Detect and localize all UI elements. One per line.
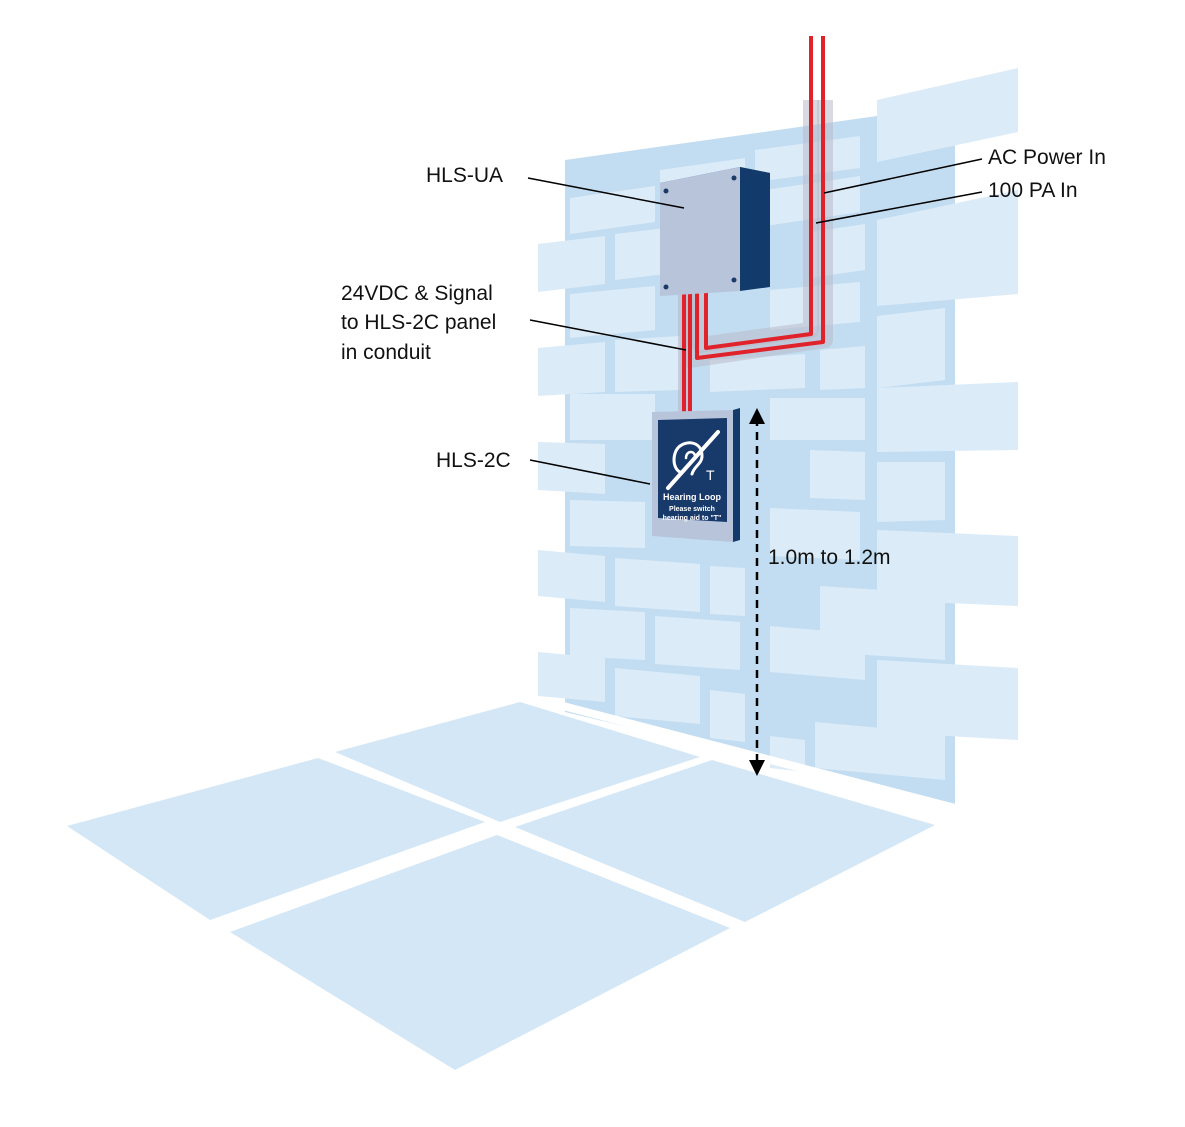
- ac-power-cable: [704, 36, 813, 350]
- label-ac-power-in: AC Power In: [988, 146, 1106, 169]
- brick: [710, 354, 805, 392]
- screw: [663, 188, 669, 194]
- brick: [877, 462, 945, 522]
- floor-tile: [230, 835, 730, 1070]
- brick: [570, 286, 655, 338]
- hls-ua-box: [660, 167, 770, 296]
- brick: [538, 652, 605, 702]
- hls-ua-front: [660, 167, 740, 296]
- brick: [815, 722, 945, 780]
- brick: [820, 346, 865, 390]
- brick: [570, 394, 655, 440]
- brick: [538, 236, 605, 292]
- leader-pa-in: [815, 191, 983, 224]
- brick: [877, 68, 1018, 162]
- sign-line2: hearing aid to "T": [663, 515, 722, 522]
- brick: [710, 566, 745, 616]
- brick: [538, 550, 605, 602]
- leader-signal: [529, 319, 687, 351]
- height-dimension: [749, 408, 765, 776]
- sign-t-glyph: T: [706, 467, 715, 483]
- brick: [877, 190, 1018, 306]
- label-height: 1.0m to 1.2m: [768, 546, 891, 569]
- brick: [570, 500, 645, 548]
- brick: [810, 450, 865, 500]
- label-hls-2c: HLS-2C: [436, 449, 511, 472]
- brick: [877, 530, 1018, 606]
- hls-2c-panel: T Hearing Loop Please switch hearing aid…: [652, 408, 740, 542]
- screw: [731, 175, 737, 181]
- brick: [770, 626, 865, 680]
- brick: [655, 616, 740, 670]
- hls-ua-side: [740, 167, 770, 291]
- hls-2c-side: [733, 408, 740, 542]
- brick: [770, 398, 865, 440]
- pa-cable: [695, 36, 825, 360]
- brick: [655, 672, 700, 720]
- brick: [877, 308, 945, 388]
- hearing-loop-ear-icon: [666, 430, 720, 490]
- brick-wall: [538, 68, 1018, 812]
- leader-hls-2c: [529, 459, 651, 485]
- leader-ac-power: [823, 158, 983, 194]
- brick: [538, 342, 605, 396]
- label-pa-in: 100 PA In: [988, 179, 1078, 202]
- arrow-up-icon: [749, 408, 765, 424]
- floor-tile: [515, 760, 935, 922]
- leader-hls-ua: [527, 177, 685, 209]
- screw: [663, 284, 669, 290]
- sign-title: Hearing Loop: [663, 492, 722, 502]
- label-signal-line3: in conduit: [341, 341, 431, 364]
- conduit: [678, 36, 833, 412]
- brick: [615, 336, 680, 392]
- arrow-down-icon: [749, 760, 765, 776]
- brick: [877, 382, 1018, 452]
- label-hls-ua: HLS-UA: [426, 164, 503, 187]
- sign-line1: Please switch: [669, 506, 715, 513]
- brick: [615, 558, 700, 612]
- floor-tile: [335, 702, 700, 822]
- label-signal-line1: 24VDC & Signal: [341, 282, 493, 305]
- label-signal-line2: to HLS-2C panel: [341, 311, 496, 334]
- screw: [731, 277, 737, 283]
- brick: [710, 690, 745, 742]
- labels: HLS-UA AC Power In 100 PA In 24VDC & Sig…: [341, 146, 1106, 569]
- floor: [67, 702, 935, 1070]
- leader-lines: [527, 158, 983, 485]
- floor-tile: [67, 758, 485, 920]
- brick: [877, 660, 1018, 740]
- brick: [570, 608, 645, 660]
- brick: [770, 508, 860, 560]
